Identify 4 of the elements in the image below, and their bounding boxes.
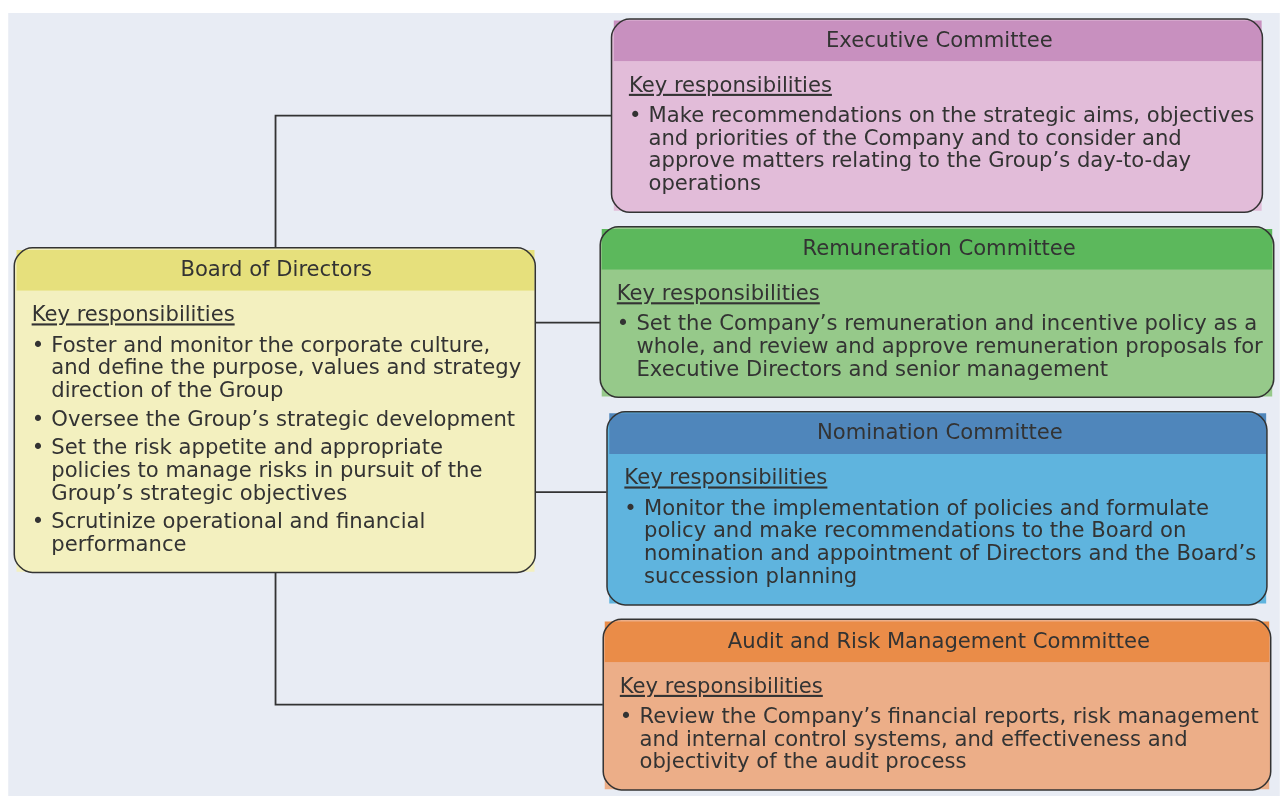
connector xyxy=(534,321,601,324)
connector xyxy=(534,491,608,493)
connector xyxy=(274,572,604,706)
connector xyxy=(274,114,612,249)
